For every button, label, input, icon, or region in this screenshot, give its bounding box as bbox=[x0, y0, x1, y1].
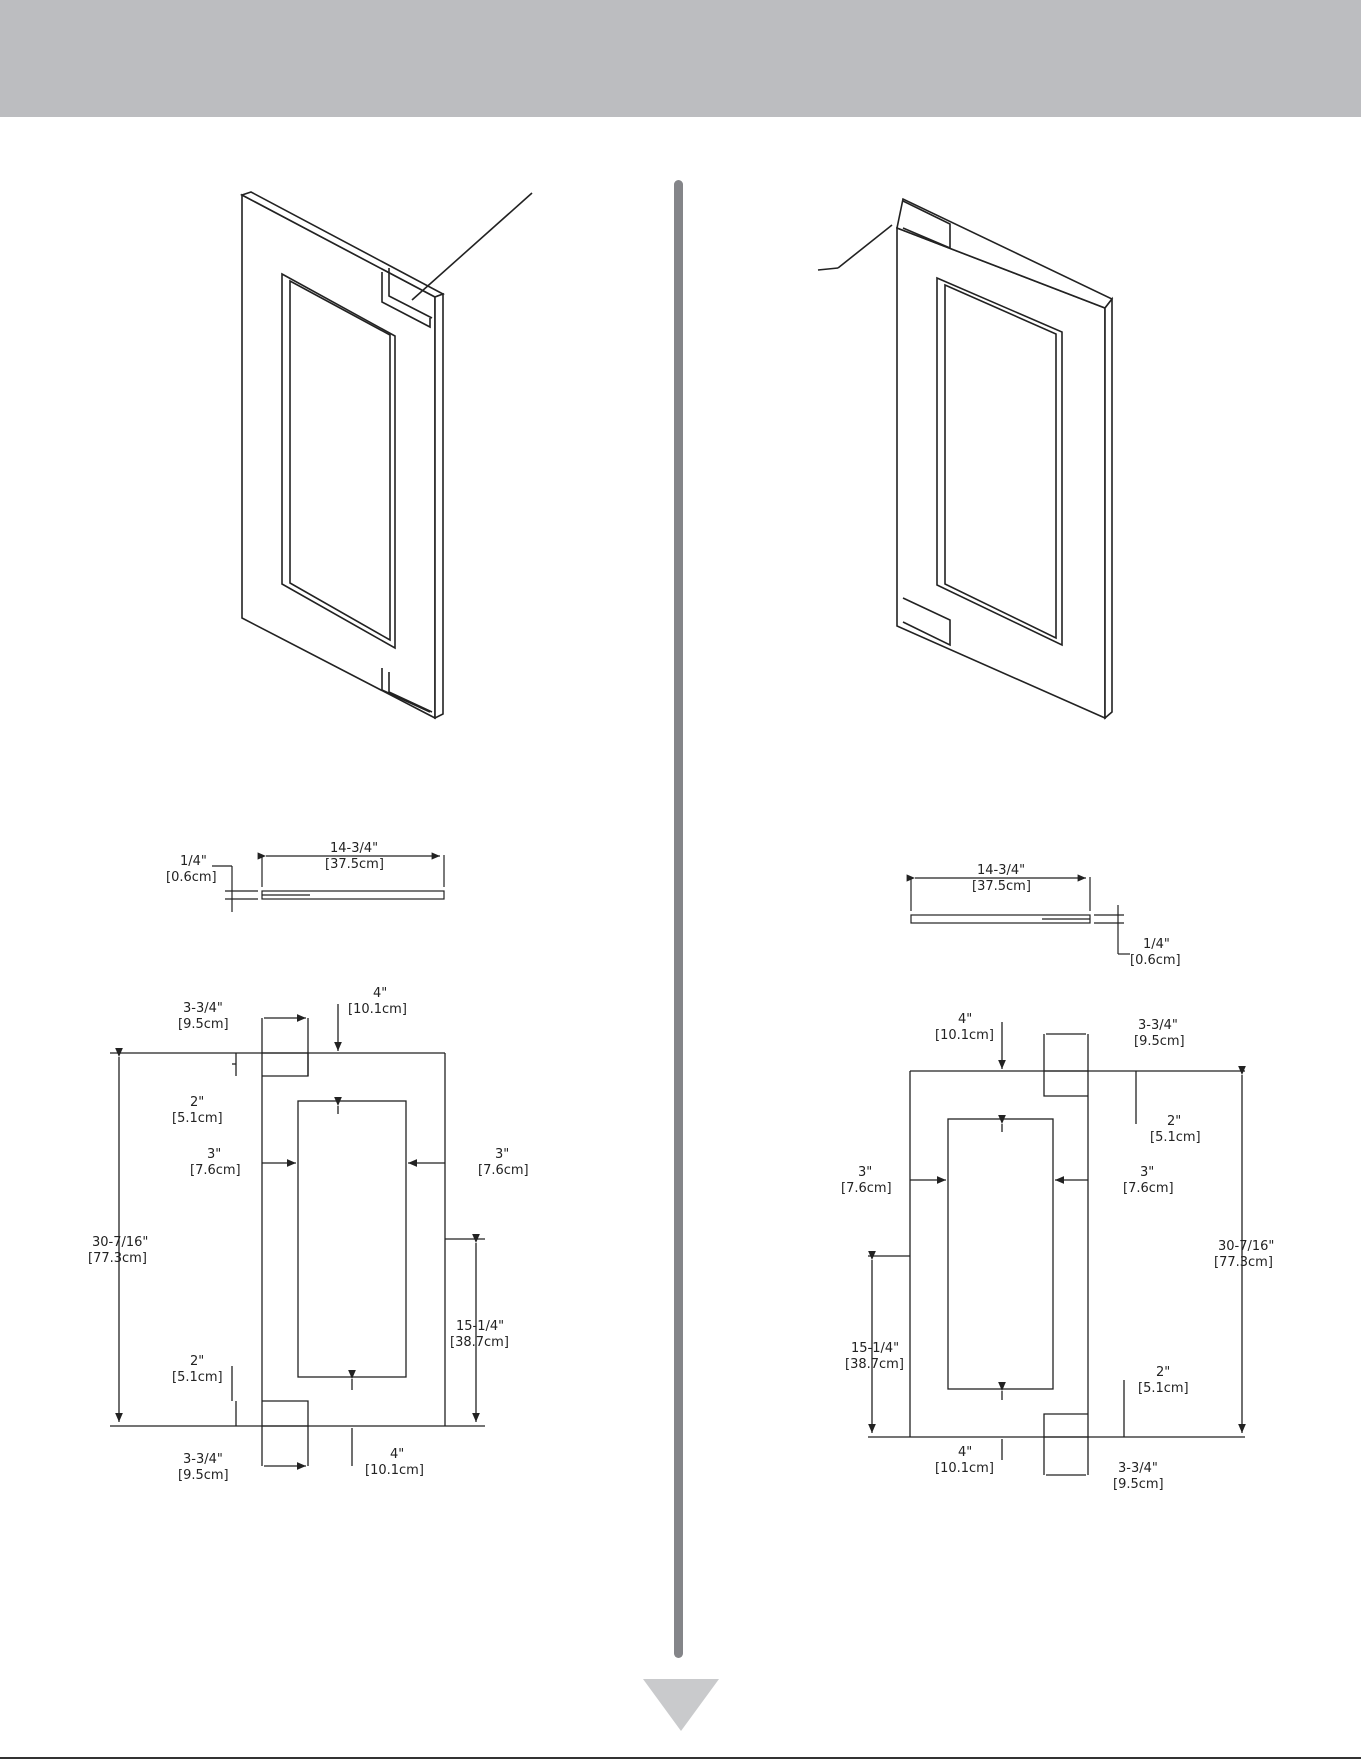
left-bottom-rail-label: 4" bbox=[390, 1447, 404, 1462]
right-isometric-panel bbox=[817, 197, 1114, 720]
right-half-height-cm-label: [38.7cm] bbox=[845, 1357, 904, 1372]
left-stile-left-cm-label: [7.6cm] bbox=[190, 1163, 241, 1178]
left-thickness-label: 1/4" bbox=[180, 854, 207, 869]
left-front-elevation bbox=[110, 1004, 485, 1470]
left-notch-width-bottom-label: 3-3/4" bbox=[183, 1452, 223, 1467]
right-notch-width-cm-label: [9.5cm] bbox=[1134, 1034, 1185, 1049]
left-notch-width-bottom-cm-label: [9.5cm] bbox=[178, 1468, 229, 1483]
right-bottom-rail-label: 4" bbox=[958, 1445, 972, 1460]
left-notch-depth-top-label: 2" bbox=[190, 1095, 204, 1110]
right-width-cm-label: [37.5cm] bbox=[972, 879, 1031, 894]
left-notch-width-label: 3-3/4" bbox=[183, 1001, 223, 1016]
left-notch-width-cm-label: [9.5cm] bbox=[178, 1017, 229, 1032]
header-band bbox=[0, 0, 1361, 117]
left-height-label: 30-7/16" bbox=[92, 1235, 148, 1250]
right-thickness-cm-label: [0.6cm] bbox=[1130, 953, 1181, 968]
right-notch-depth-bottom-cm-label: [5.1cm] bbox=[1138, 1381, 1189, 1396]
right-thickness-label: 1/4" bbox=[1143, 937, 1170, 952]
right-notch-depth-top-label: 2" bbox=[1167, 1114, 1181, 1129]
next-page-arrow-icon bbox=[643, 1679, 719, 1731]
left-notch-depth-bottom-label: 2" bbox=[190, 1354, 204, 1369]
left-notch-depth-top-cm-label: [5.1cm] bbox=[172, 1111, 223, 1126]
right-width-label: 14-3/4" bbox=[977, 863, 1025, 878]
right-stile-right-label: 3" bbox=[1140, 1165, 1154, 1180]
right-top-rail-cm-label: [10.1cm] bbox=[935, 1028, 994, 1043]
right-notch-width-label: 3-3/4" bbox=[1138, 1018, 1178, 1033]
center-divider bbox=[674, 180, 683, 1658]
right-stile-right-cm-label: [7.6cm] bbox=[1123, 1181, 1174, 1196]
left-stile-left-label: 3" bbox=[207, 1147, 221, 1162]
left-top-rail-cm-label: [10.1cm] bbox=[348, 1002, 407, 1017]
right-notch-depth-bottom-label: 2" bbox=[1156, 1365, 1170, 1380]
left-width-cm-label: [37.5cm] bbox=[325, 857, 384, 872]
left-bottom-rail-cm-label: [10.1cm] bbox=[365, 1463, 424, 1478]
left-width-label: 14-3/4" bbox=[330, 841, 378, 856]
footer-rule bbox=[0, 1757, 1361, 1759]
left-stile-right-label: 3" bbox=[495, 1147, 509, 1162]
left-height-cm-label: [77.3cm] bbox=[88, 1251, 147, 1266]
right-notch-depth-top-cm-label: [5.1cm] bbox=[1150, 1130, 1201, 1145]
left-thickness-cm-label: [0.6cm] bbox=[166, 870, 217, 885]
left-isometric-panel bbox=[239, 191, 533, 720]
right-bottom-rail-cm-label: [10.1cm] bbox=[935, 1461, 994, 1476]
right-stile-left-label: 3" bbox=[858, 1165, 872, 1180]
right-front-elevation bbox=[868, 1022, 1246, 1476]
right-height-cm-label: [77.3cm] bbox=[1214, 1255, 1273, 1270]
right-top-rail-label: 4" bbox=[958, 1012, 972, 1027]
left-half-height-cm-label: [38.7cm] bbox=[450, 1335, 509, 1350]
left-stile-right-cm-label: [7.6cm] bbox=[478, 1163, 529, 1178]
left-notch-depth-bottom-cm-label: [5.1cm] bbox=[172, 1370, 223, 1385]
left-half-height-label: 15-1/4" bbox=[456, 1319, 504, 1334]
right-half-height-label: 15-1/4" bbox=[851, 1341, 899, 1356]
right-notch-width-bottom-label: 3-3/4" bbox=[1118, 1461, 1158, 1476]
right-notch-width-bottom-cm-label: [9.5cm] bbox=[1113, 1477, 1164, 1492]
left-side-view bbox=[212, 852, 445, 912]
right-height-label: 30-7/16" bbox=[1218, 1239, 1274, 1254]
left-top-rail-label: 4" bbox=[373, 986, 387, 1001]
right-side-view bbox=[906, 874, 1130, 955]
right-stile-left-cm-label: [7.6cm] bbox=[841, 1181, 892, 1196]
